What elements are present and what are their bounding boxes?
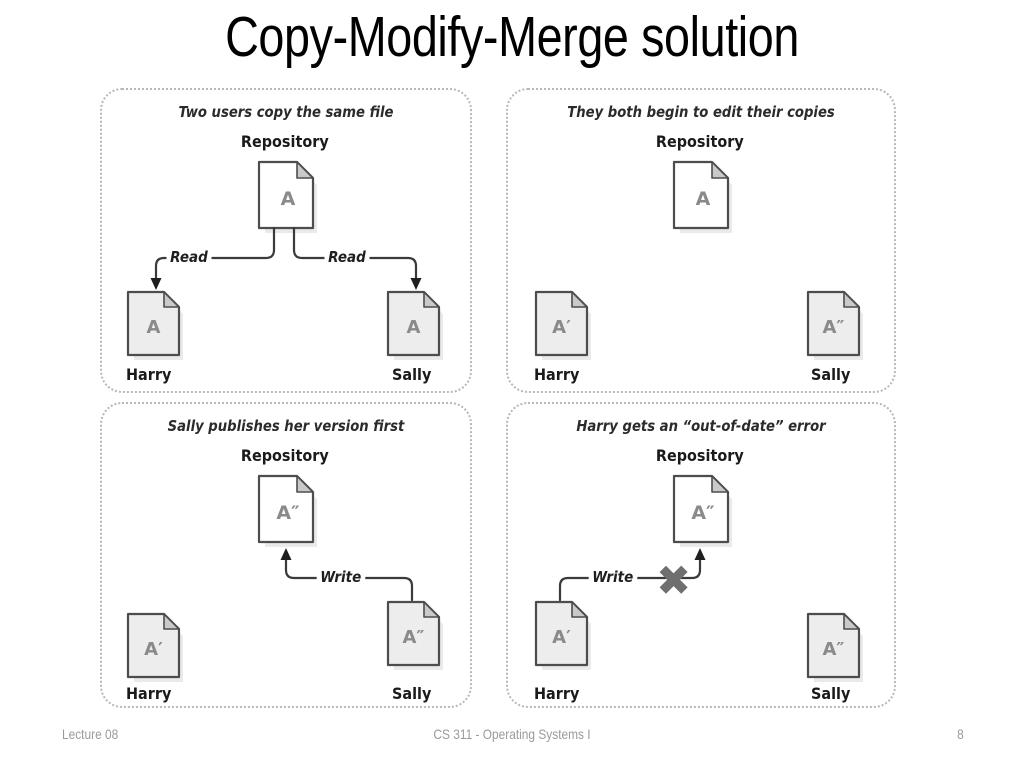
footer-lecture-label: Lecture 08 — [62, 726, 119, 742]
panel-3-sally-label: Sally — [392, 684, 432, 703]
panel-harry-out-of-date-error: Harry gets an “out-of-date” error Reposi… — [506, 402, 896, 708]
panel-2-repository-label: Repository — [655, 132, 744, 151]
blocked-x-icon: ✖ — [656, 556, 692, 605]
panel-4-repository-label: Repository — [655, 446, 744, 465]
slide-footer: Lecture 08 CS 311 - Operating Systems I … — [0, 726, 1024, 746]
panel-4-harry-label: Harry — [534, 684, 580, 703]
panel-sally-publishes-first: Sally publishes her version first Reposi… — [100, 402, 472, 708]
page-title: Copy-Modify-Merge solution — [225, 5, 799, 69]
panel-2-harry-doc: A′ — [534, 290, 594, 360]
panel-3-write-label: Write — [316, 568, 365, 586]
panel-4-repository-doc: A″ — [672, 474, 734, 548]
panel-4-harry-doc: A′ — [534, 600, 594, 670]
panel-two-users-copy: Two users copy the same file Repository … — [100, 88, 472, 393]
panel-both-edit-copies: They both begin to edit their copies Rep… — [506, 88, 896, 393]
panel-1-harry-label: Harry — [126, 365, 172, 384]
footer-course-label: CS 311 - Operating Systems I — [433, 726, 591, 742]
panel-1-read-label-sally: Read — [324, 248, 370, 266]
panel-1-sally-doc: A — [386, 290, 446, 360]
panel-3-repository-doc: A″ — [257, 474, 319, 548]
panel-1-sally-label: Sally — [392, 365, 432, 384]
panel-3-sally-doc: A″ — [386, 600, 446, 670]
panel-4-write-label: Write — [588, 568, 637, 586]
panel-3-caption: Sally publishes her version first — [167, 417, 405, 435]
panel-2-caption: They both begin to edit their copies — [567, 103, 835, 121]
panel-3-repository-label: Repository — [240, 446, 329, 465]
panel-4-sally-doc: A″ — [806, 612, 866, 682]
diagram-panel-grid: Two users copy the same file Repository … — [100, 88, 900, 712]
panel-2-harry-label: Harry — [534, 365, 580, 384]
panel-3-harry-doc: A′ — [126, 612, 186, 682]
panel-2-sally-doc: A″ — [806, 290, 866, 360]
panel-2-repository-doc: A — [672, 160, 734, 234]
panel-1-repository-doc: A — [257, 160, 319, 234]
panel-1-caption: Two users copy the same file — [178, 103, 394, 121]
panel-4-sally-label: Sally — [811, 684, 851, 703]
panel-1-repository-label: Repository — [240, 132, 329, 151]
panel-2-sally-label: Sally — [811, 365, 851, 384]
panel-4-caption: Harry gets an “out-of-date” error — [576, 417, 826, 435]
footer-page-number: 8 — [957, 726, 964, 742]
panel-3-harry-label: Harry — [126, 684, 172, 703]
panel-1-harry-doc: A — [126, 290, 186, 360]
panel-1-read-label-harry: Read — [166, 248, 212, 266]
